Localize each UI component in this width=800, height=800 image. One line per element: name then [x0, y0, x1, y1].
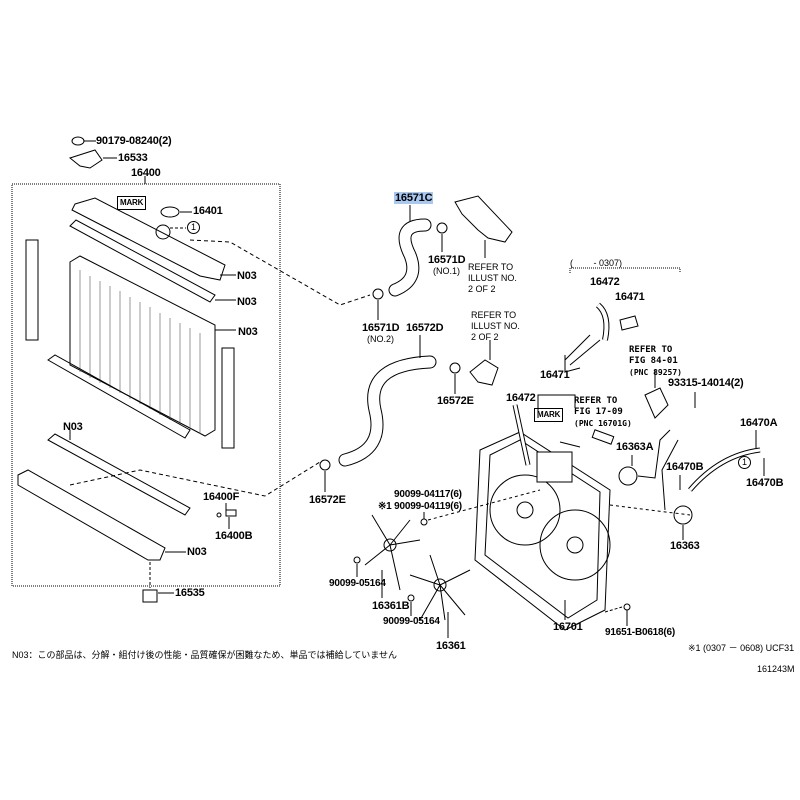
part-label: 16572D [406, 322, 444, 334]
upper-tank [71, 197, 226, 281]
clip-icon [71, 136, 85, 146]
refer-line: (PNC 89257) [629, 368, 682, 377]
mark-box: MARK [117, 196, 147, 210]
fan-motor-16363 [673, 505, 693, 525]
clamp-16572E-b [319, 459, 331, 471]
drain-plug-16535 [142, 589, 158, 603]
figure-code: 161243M [757, 664, 795, 674]
date-range-note: ( - 0307) [570, 258, 623, 268]
relay-89257 [644, 387, 669, 419]
part-label: 16361 [436, 640, 466, 652]
part-label: 16471 [540, 369, 570, 381]
thermostat-housing [469, 359, 499, 386]
refer-line: FIG 17-09 [574, 407, 623, 417]
part-label: 90099-04117(6) [394, 489, 462, 500]
bracket-16533 [68, 149, 103, 169]
refer-fig-17: REFER TO FIG 17-09 (PNC 16701G) [574, 396, 632, 429]
mark-box: MARK [534, 408, 564, 422]
part-label: 90179-08240(2) [96, 135, 172, 147]
refer-line: (PNC 16701G) [574, 419, 632, 428]
applicability-note: ※1 (0307 － 0608) UCF31 [688, 643, 795, 653]
lower-tank [17, 469, 166, 561]
refer-line: REFER TO [471, 310, 517, 320]
part-label: 90099-05164 [329, 578, 386, 589]
refer-line: ILLUST NO. [471, 321, 520, 331]
reservoir-tank [536, 451, 573, 483]
radiator-core [69, 255, 216, 437]
refer-illust-a: REFER TO ILLUST NO. 2 OF 2 [468, 262, 517, 295]
part-label: 16535 [175, 587, 205, 599]
refer-fig-84: REFER TO FIG 84-01 (PNC 89257) [629, 345, 682, 378]
part-label: 16472 [506, 392, 536, 404]
part-note: (NO.1) [433, 266, 460, 276]
gasket-upper [69, 219, 216, 303]
fan-ring-left [489, 474, 561, 546]
part-label: 16400F [203, 491, 240, 503]
clamp-16571D-no2 [372, 288, 384, 300]
water-outlet [454, 195, 513, 243]
part-label: N03 [187, 546, 207, 558]
clamp-16571D-no1 [436, 222, 448, 234]
refer-line: REFER TO [574, 396, 618, 406]
part-label: 16571D [362, 322, 400, 334]
part-note: (NO.2) [367, 334, 394, 344]
part-label: 16361B [372, 600, 410, 612]
part-label: 90099-05164 [383, 616, 440, 627]
side-seal-right [221, 347, 235, 449]
part-label: 16401 [193, 205, 223, 217]
clamp-16572E-a [449, 362, 461, 374]
circle-ref-1: 1 [738, 456, 751, 469]
part-label: 16571D [428, 254, 466, 266]
footnote-n03: N03：この部品は、分解・組付け後の性能・品質確保が困難なため、単品では補給して… [12, 650, 397, 660]
fan-ring-right [539, 509, 611, 581]
part-label: 16470B [746, 477, 784, 489]
fan-16361 [409, 554, 471, 621]
part-label: N03 [238, 326, 258, 338]
refer-line: REFER TO [468, 262, 514, 272]
part-label: N03 [237, 296, 257, 308]
refer-line: FIG 84-01 [629, 356, 678, 366]
part-label: 16572E [437, 395, 474, 407]
part-label: 16472 [590, 276, 620, 288]
circle-ref-1: 1 [187, 221, 200, 234]
part-label: 16400B [215, 530, 253, 542]
part-label: 16363A [616, 441, 654, 453]
part-label: 16701 [553, 621, 583, 633]
part-label: 93315-14014(2) [668, 377, 744, 389]
refer-line: 2 OF 2 [468, 284, 496, 294]
side-seal-left [25, 239, 39, 341]
refer-illust-b: REFER TO ILLUST NO. 2 OF 2 [471, 310, 520, 343]
refer-line: REFER TO [629, 345, 673, 355]
part-label: ※1 90099-04119(6) [378, 501, 462, 512]
part-label: 16470B [666, 461, 704, 473]
part-label: 16363 [670, 540, 700, 552]
part-label: 16572E [309, 494, 346, 506]
fan-16361B [364, 514, 421, 591]
radiator-assembly-box [11, 183, 281, 587]
refer-line: ILLUST NO. [468, 273, 517, 283]
part-label: 16400 [131, 167, 161, 179]
refer-line: 2 OF 2 [471, 332, 499, 342]
part-label: 16533 [118, 152, 148, 164]
part-label-highlighted[interactable]: 16571C [394, 192, 434, 204]
part-label: 16470A [740, 417, 778, 429]
part-label: 16471 [615, 291, 645, 303]
arrow-icon [564, 334, 601, 373]
fan-motor-16363A [618, 466, 638, 486]
part-label: N03 [63, 421, 83, 433]
gasket-lower [47, 433, 191, 516]
part-label: N03 [237, 270, 257, 282]
part-label: 91651-B0618(6) [605, 627, 676, 638]
lower-seal [47, 354, 191, 439]
